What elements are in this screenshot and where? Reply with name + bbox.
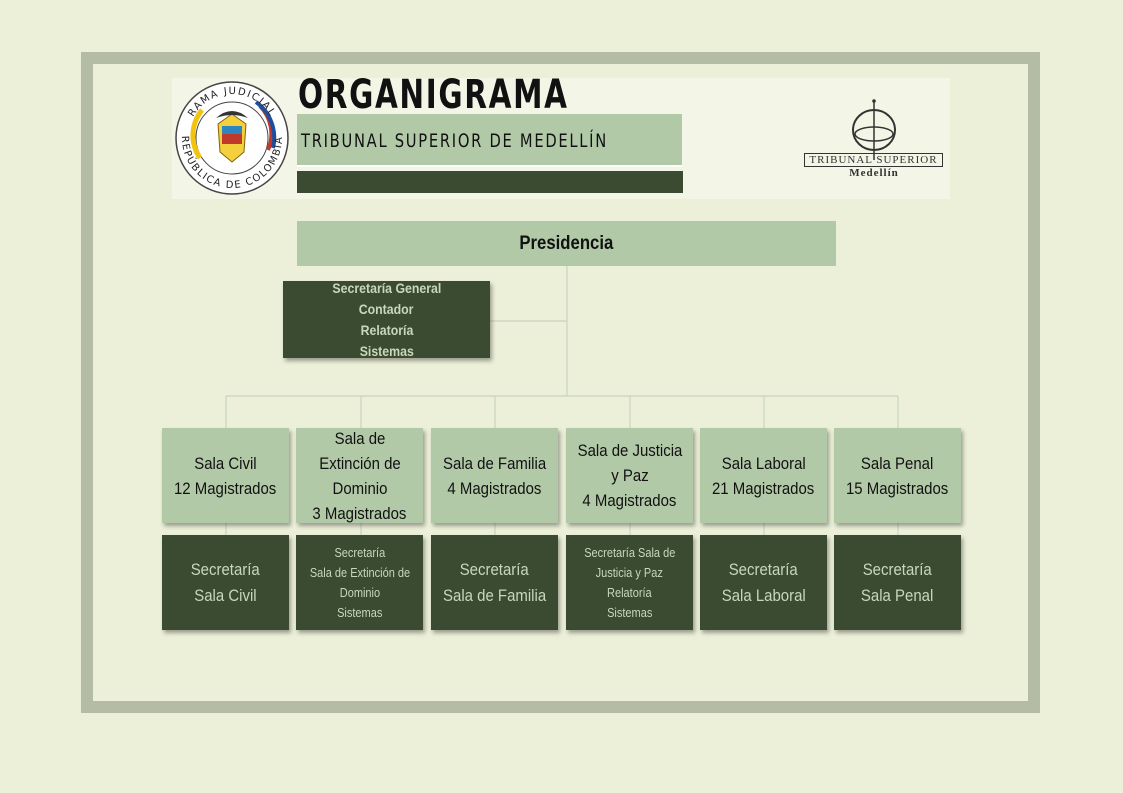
sala-justicia-paz-box: Sala de Justicia y Paz 4 Magistrados [566,428,693,523]
staff-item: Secretaría General [332,279,441,296]
secretaria-line: Sala de Familia [442,585,547,605]
tribunal-logo-icon [852,99,896,160]
secretaria-line: Sala Civil [194,585,257,605]
secretaria-familia-box: Secretaría Sala de Familia [431,535,558,630]
sala-name: Sala Penal [861,453,934,473]
header-dark-bar [297,171,683,193]
sala-name: Sala Laboral [721,453,806,473]
secretaria-line: Sala Laboral [721,585,806,605]
secretaria-civil-box: Secretaría Sala Civil [162,535,289,630]
secretaria-justicia-paz-box: Secretaría Sala de Justicia y Paz Relato… [566,535,693,630]
secretaria-general-box: Secretaría General Contador Relatoría Si… [283,279,490,359]
sala-detail: 3 Magistrados [312,503,407,523]
subtitle-bar: TRIBUNAL SUPERIOR DE MEDELLÍN [297,114,682,167]
secretaria-line: Sala de Extinción de [309,565,410,580]
secretaria-line: Sala Penal [861,585,934,605]
secretaria-line: Sistemas [336,605,383,620]
page-subtitle: TRIBUNAL SUPERIOR DE MEDELLÍN [301,130,608,152]
sala-detail: 4 Magistrados [447,478,542,498]
logo-text-medellin: Medellín [849,167,899,179]
secretaria-laboral-box: Secretaría Sala Laboral [700,535,827,630]
sala-name: Sala de Justicia y Paz [577,441,682,485]
secretaria-line: Secretaría [334,545,385,560]
sala-extincion-box: Sala de Extinción de Dominio 3 Magistrad… [296,428,423,523]
sala-penal-box: Sala Penal 15 Magistrados [834,428,961,523]
sala-name: Sala Civil [194,453,257,473]
secretaria-line: Justicia y Paz [595,565,664,580]
secretaria-line: Secretaría [728,559,799,579]
staff-item: Sistemas [359,342,414,359]
logo-text-tribunal: TRIBUNAL SUPERIOR [804,153,943,167]
secretaria-extincion-box: Secretaría Sala de Extinción de Dominio … [296,535,423,630]
secretaria-penal-box: Secretaría Sala Penal [834,535,961,630]
presidencia-label: Presidencia [519,232,614,254]
sala-detail: 4 Magistrados [582,491,677,510]
sala-detail: 12 Magistrados [174,478,277,498]
secretaria-line: Sistemas [606,605,653,620]
sala-detail: 15 Magistrados [846,478,949,498]
secretaria-line: Relatoría [607,585,652,600]
sala-laboral-box: Sala Laboral 21 Magistrados [700,428,827,523]
staff-item: Contador [359,300,414,317]
secretaria-line: Secretaría [459,559,530,579]
sala-detail: 21 Magistrados [712,478,815,498]
sala-civil-box: Sala Civil 12 Magistrados [162,428,289,523]
sala-name: Sala de Familia [442,453,547,473]
coat-of-arms-seal-icon: RAMA JUDICIAL REPÚBLICA DE COLOMBIA [175,81,289,195]
page-title: ORGANIGRAMA [298,72,569,118]
sala-name: Sala de Extinción de Dominio [318,428,401,498]
secretaria-line: Secretaría [190,559,261,579]
secretaria-line: Dominio [339,585,380,600]
secretaria-line: Secretaría Sala de [583,545,676,560]
secretaria-line: Secretaría [862,559,933,579]
staff-item: Relatoría [360,321,413,338]
sala-familia-box: Sala de Familia 4 Magistrados [431,428,558,523]
presidencia-box: Presidencia [297,221,836,266]
